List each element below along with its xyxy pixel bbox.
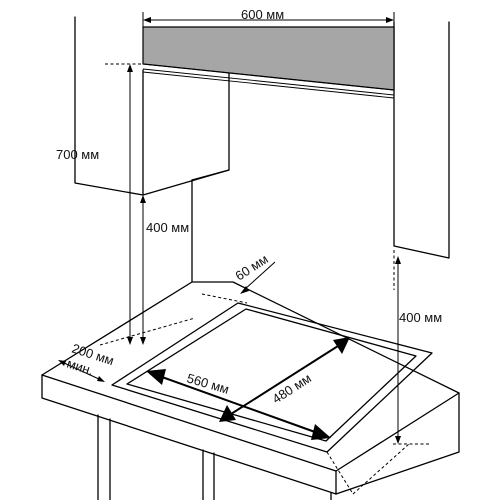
dimension-400-left	[140, 195, 146, 345]
range-hood	[142, 26, 395, 99]
dimension-700	[127, 64, 133, 345]
dimension-560	[146, 369, 331, 440]
side-clearance-label: 400 мм	[399, 310, 442, 325]
dimension-400-right	[395, 256, 401, 444]
dimension-200	[58, 360, 105, 382]
hood-height-label: 700 мм	[56, 147, 99, 162]
dashed-guides	[99, 63, 430, 495]
hood-width-label: 600 мм	[241, 7, 284, 22]
dimension-480	[219, 337, 350, 422]
rear-gap-label: 60 мм	[232, 251, 270, 283]
countertop	[41, 281, 460, 500]
hob-cutout	[111, 302, 433, 453]
dimension-600	[142, 12, 395, 40]
cabinet-clearance-label: 400 мм	[146, 220, 189, 235]
dimension-60	[240, 261, 276, 294]
hood-panel	[142, 26, 395, 91]
